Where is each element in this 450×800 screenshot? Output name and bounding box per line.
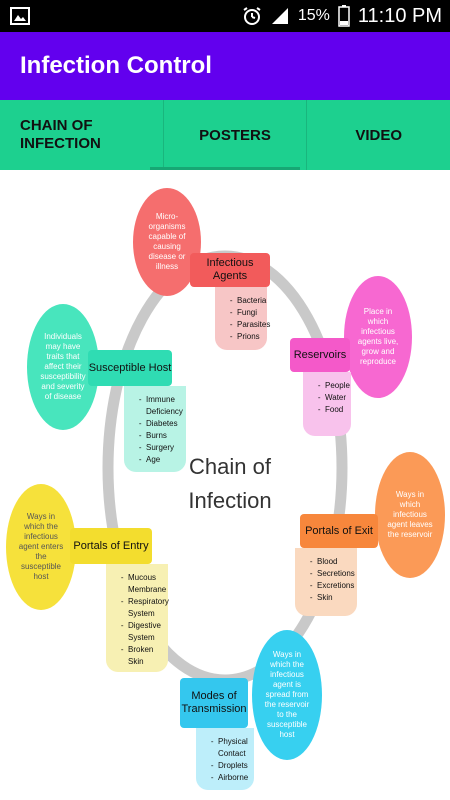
center-title: Chain of Infection	[188, 454, 272, 513]
portals-of-entry-list: Mucous Membrane Respiratory System Diges…	[106, 564, 169, 672]
modes-of-transmission-list: Physical Contact Droplets Airborne	[196, 728, 254, 790]
alarm-icon	[243, 7, 261, 25]
battery-percent: 15%	[297, 7, 330, 24]
status-bar: 15% 11:10 PM	[0, 0, 450, 32]
list-item: Digestive System	[128, 620, 162, 644]
chain-of-infection-diagram: Chain of Infection Micro-organisms capab…	[0, 170, 450, 800]
reservoirs-list: People Water Food	[303, 372, 351, 436]
portals-of-entry-title: Portals of Entry	[70, 528, 152, 564]
list-item: Prions	[237, 331, 261, 343]
list-item: Secretions	[317, 568, 355, 580]
reservoirs-title: Reservoirs	[290, 338, 350, 372]
list-item: Fungi	[237, 307, 261, 319]
tab-label: POSTERS	[199, 126, 271, 144]
tab-label: CHAIN OF INFECTION	[20, 117, 101, 152]
susceptible-host-title: Susceptible Host	[88, 350, 172, 386]
clock: 11:10 PM	[357, 4, 442, 27]
battery-icon	[338, 5, 350, 27]
susceptible-host-bubble: Individuals may have traits that affect …	[27, 304, 99, 430]
signal-icon	[271, 8, 288, 24]
list-item: Food	[325, 404, 345, 416]
list-item: Diabetes	[146, 418, 180, 430]
list-item: Excretions	[317, 580, 354, 592]
modes-of-transmission-bubble: Ways in which the infectious agent is sp…	[252, 630, 322, 760]
list-item: Respiratory System	[128, 596, 169, 620]
app-title: Infection Control	[20, 52, 212, 79]
tab-bar: CHAIN OF INFECTION POSTERS VIDEO	[0, 100, 450, 170]
list-item: Bacteria	[237, 295, 266, 307]
tab-indicator	[150, 167, 300, 170]
list-item: Water	[325, 392, 346, 404]
reservoirs-bubble: Place in which infectious agents live, g…	[344, 276, 412, 398]
tab-video[interactable]: VIDEO	[307, 100, 450, 170]
modes-of-transmission-title: Modes of Transmission	[180, 678, 248, 728]
app-bar: Infection Control	[0, 32, 450, 100]
list-item: Parasites	[237, 319, 270, 331]
susceptible-host-list: Immune Deficiency Diabetes Burns Surgery…	[124, 386, 186, 472]
list-item: Physical Contact	[218, 736, 248, 760]
list-item: Skin	[317, 592, 351, 604]
gallery-icon	[10, 7, 30, 25]
list-item: Airborne	[218, 772, 248, 784]
list-item: Mucous Membrane	[128, 572, 166, 596]
infectious-agents-bubble: Micro-organisms capable of causing disea…	[133, 188, 201, 296]
tab-posters[interactable]: POSTERS	[164, 100, 308, 170]
infectious-agents-title: Infectious Agents	[190, 253, 270, 287]
infectious-agents-list: Bacteria Fungi Parasites Prions	[215, 287, 270, 350]
list-item: Droplets	[218, 760, 248, 772]
list-item: Blood	[317, 556, 351, 568]
list-item: Broken Skin	[128, 644, 162, 668]
portals-of-exit-bubble: Ways in which infectious agent leaves th…	[375, 452, 445, 578]
list-item: Surgery	[146, 442, 180, 454]
list-item: People	[325, 380, 350, 392]
portals-of-entry-bubble: Ways in which the infectious agent enter…	[6, 484, 76, 610]
tab-chain-of-infection[interactable]: CHAIN OF INFECTION	[0, 100, 164, 170]
tab-label: VIDEO	[355, 126, 403, 144]
portals-of-exit-title: Portals of Exit	[300, 514, 378, 548]
portals-of-exit-list: Blood Secretions Excretions Skin	[295, 548, 357, 616]
list-item: Immune Deficiency	[146, 394, 183, 418]
list-item: Burns	[146, 430, 180, 442]
list-item: Age	[146, 454, 180, 466]
